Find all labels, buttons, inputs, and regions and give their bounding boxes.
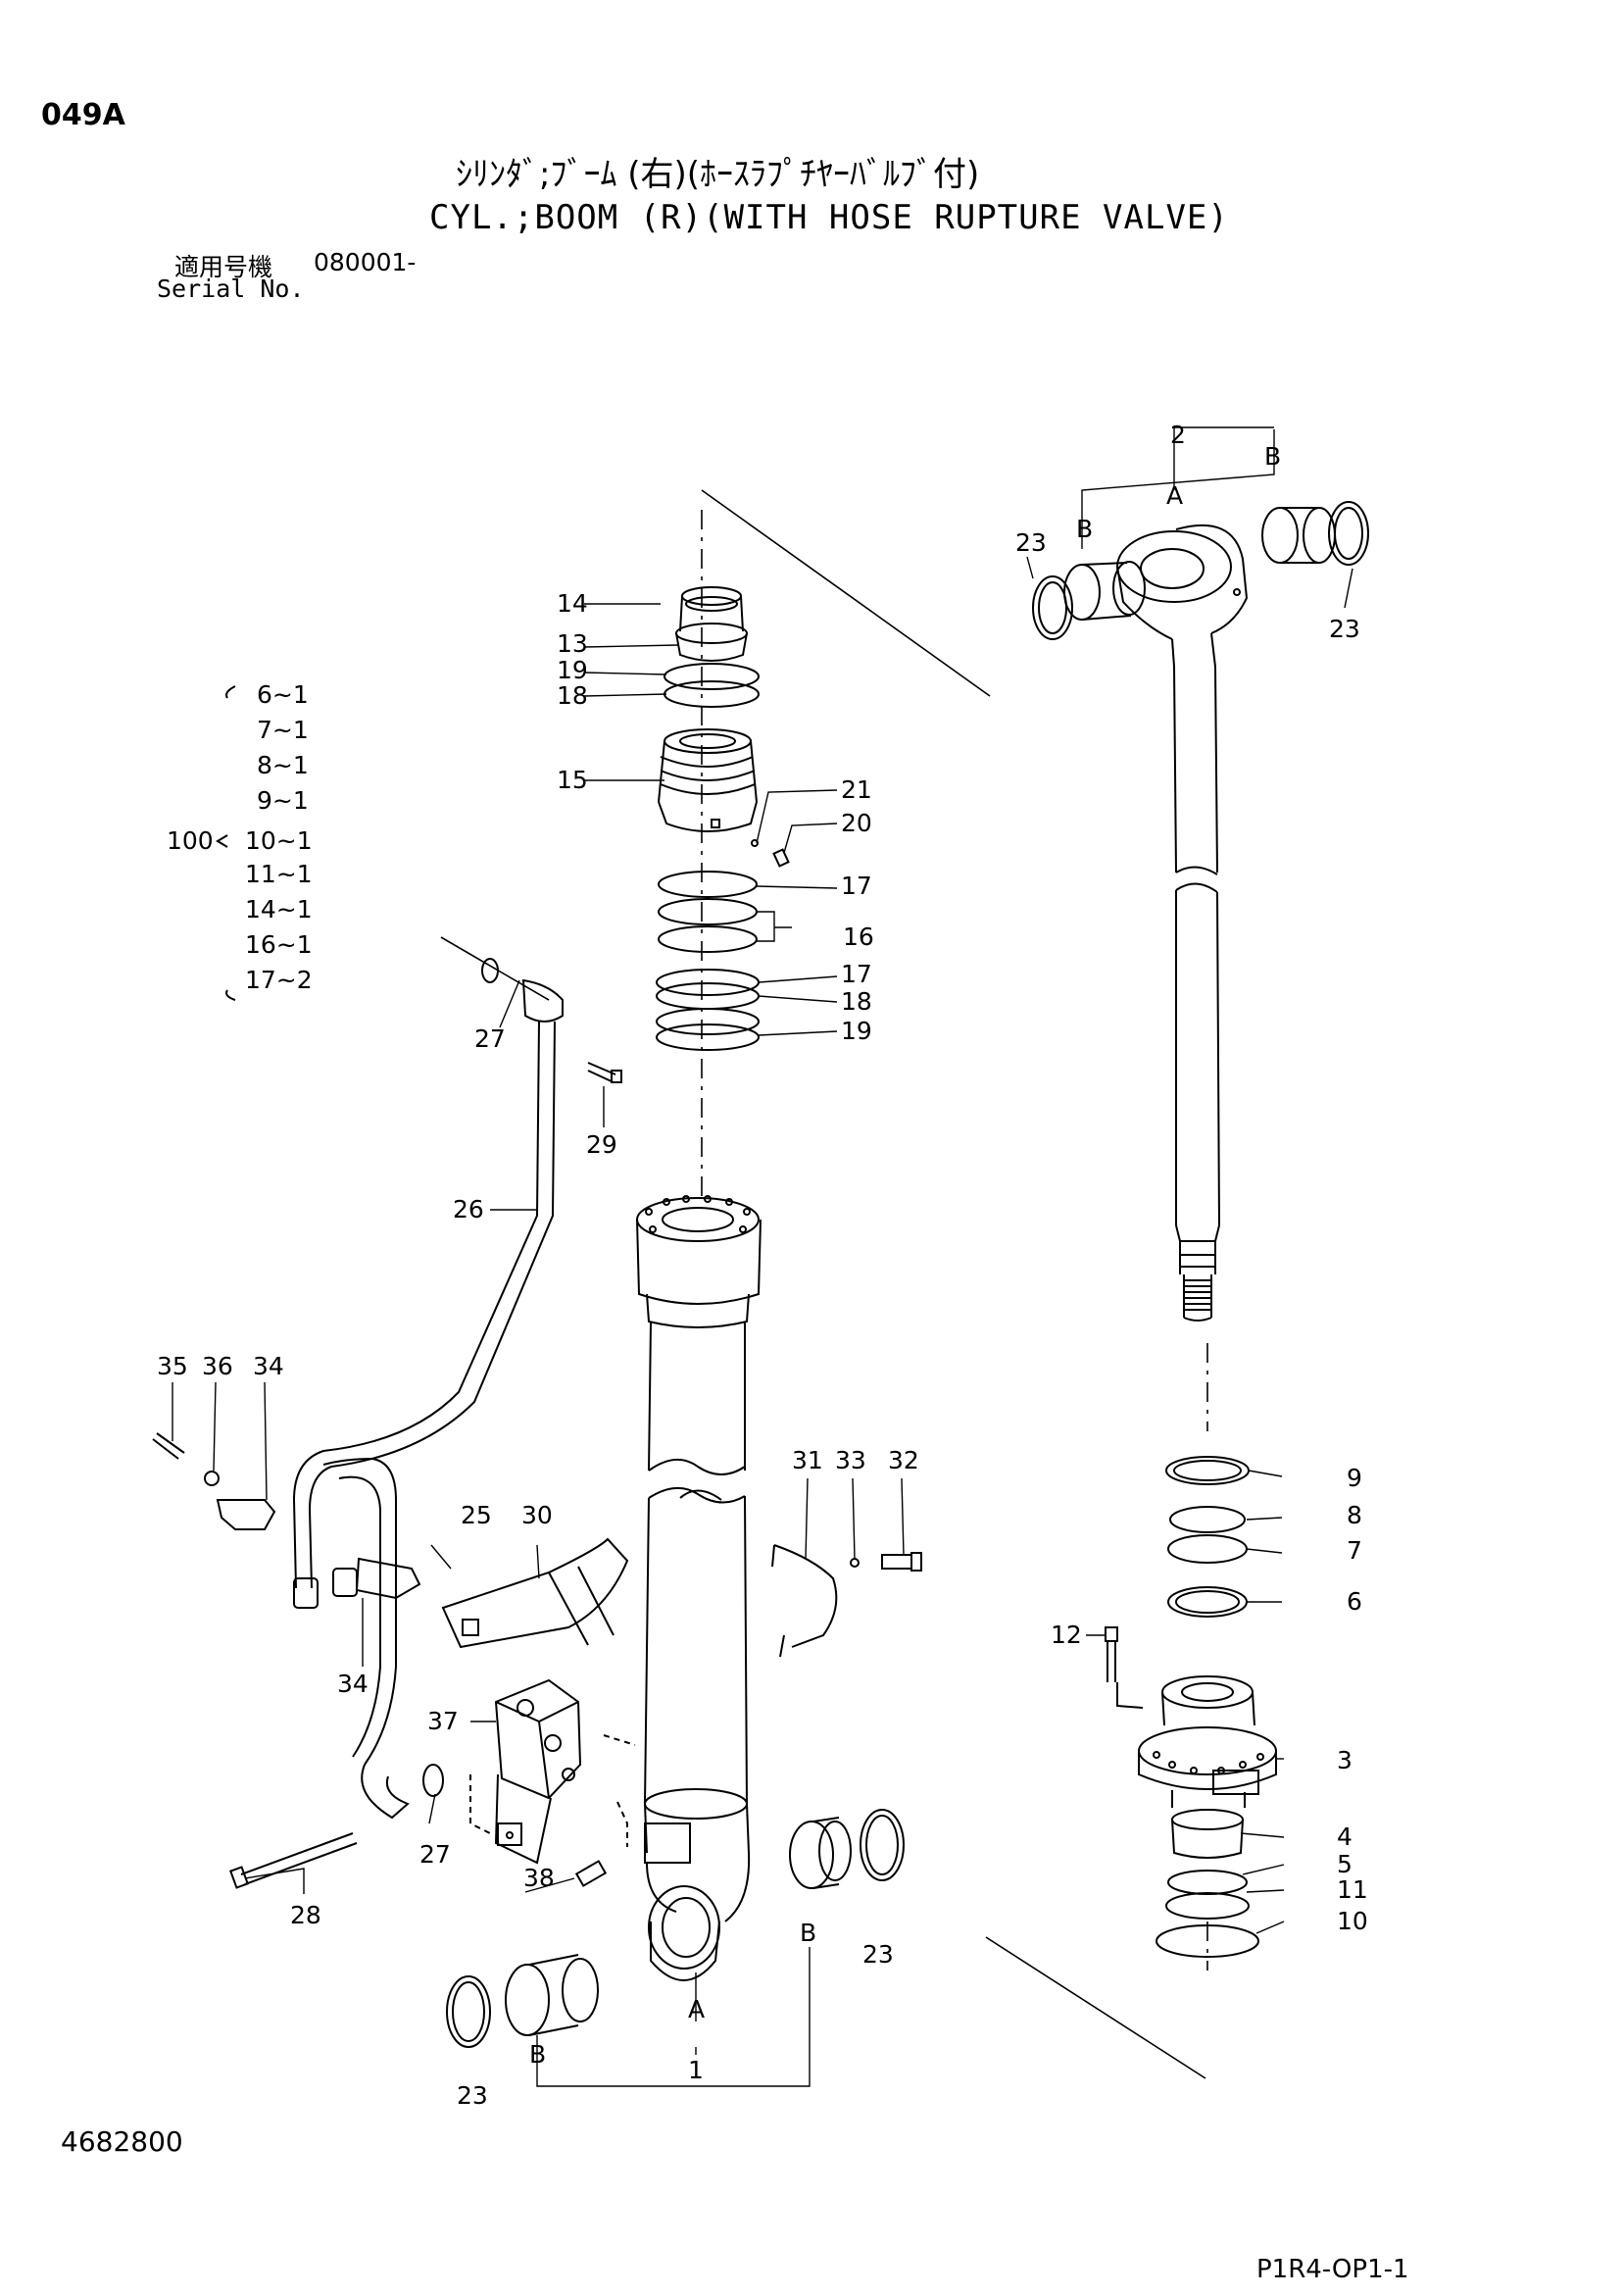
callout-A: A xyxy=(688,1995,705,2023)
page-reference: P1R4-OP1-1 xyxy=(1256,2255,1409,2284)
piston-parts xyxy=(656,586,790,1051)
callout-B: B xyxy=(529,2040,546,2069)
callout-28: 28 xyxy=(290,1901,321,1929)
callout-15: 15 xyxy=(557,766,588,794)
page-title-japanese: ｼﾘﾝﾀﾞ;ﾌﾞｰﾑ (右)(ﾎｰｽﾗﾌﾟﾁﾔｰﾊﾞﾙﾌﾞ付) xyxy=(456,155,980,194)
callout-14: 14 xyxy=(557,589,588,618)
callout-18: 18 xyxy=(841,987,872,1016)
page-code: 049A xyxy=(41,98,125,132)
callout-4: 4 xyxy=(1337,1822,1352,1851)
kit-item: 9~1 xyxy=(257,786,309,815)
pipe-and-valve xyxy=(152,958,922,1889)
callout-11: 11 xyxy=(1337,1875,1368,1904)
callout-30: 30 xyxy=(521,1501,553,1529)
callout-labels: 14 13 19 18 15 21 20 17 16 17 18 19 27 2… xyxy=(157,421,1368,2110)
callout-9: 9 xyxy=(1347,1464,1362,1492)
callout-27: 27 xyxy=(474,1024,506,1053)
callout-26: 26 xyxy=(453,1195,484,1223)
callout-37: 37 xyxy=(427,1707,459,1735)
callout-23: 23 xyxy=(862,1940,894,1969)
serial-label-japanese: 適用号機 xyxy=(174,253,273,281)
callout-1: 1 xyxy=(688,2056,704,2084)
assembly-lines xyxy=(440,489,1206,2079)
callout-13: 13 xyxy=(557,629,588,658)
callout-34: 34 xyxy=(337,1670,369,1698)
callout-23: 23 xyxy=(1329,615,1360,643)
callout-A: A xyxy=(1166,481,1183,510)
document-number: 4682800 xyxy=(61,2125,183,2158)
page-title: CYL.;BOOM (R)(WITH HOSE RUPTURE VALVE) xyxy=(429,198,1229,237)
cylinder-tube xyxy=(636,1195,762,1981)
callout-16: 16 xyxy=(843,923,874,951)
kit-item: 6~1 xyxy=(257,680,309,709)
callout-5: 5 xyxy=(1337,1850,1352,1878)
cylinder-head-parts xyxy=(1105,1456,1277,1958)
callout-32: 32 xyxy=(888,1446,919,1474)
callout-23: 23 xyxy=(457,2081,488,2110)
callout-29: 29 xyxy=(586,1130,617,1159)
callout-17: 17 xyxy=(841,960,872,988)
callout-36: 36 xyxy=(202,1352,233,1380)
callout-19: 19 xyxy=(841,1017,872,1045)
callout-7: 7 xyxy=(1347,1536,1362,1565)
callout-B: B xyxy=(1264,442,1281,471)
callout-B: B xyxy=(800,1919,816,1947)
kit-item: 8~1 xyxy=(257,751,309,779)
callout-23: 23 xyxy=(1015,528,1047,557)
kit-item: 14~1 xyxy=(245,895,313,923)
kit-item: 11~1 xyxy=(245,860,313,888)
centerlines xyxy=(701,510,1208,1971)
callout-6: 6 xyxy=(1347,1587,1362,1616)
callout-3: 3 xyxy=(1337,1746,1352,1774)
callout-2: 2 xyxy=(1170,421,1186,449)
leader-lines xyxy=(172,426,1353,2087)
callout-33: 33 xyxy=(835,1446,866,1474)
serial-label: Serial No. xyxy=(157,275,305,303)
callout-20: 20 xyxy=(841,809,872,837)
kit-number: 100 xyxy=(167,826,214,855)
callout-18: 18 xyxy=(557,681,588,710)
callout-8: 8 xyxy=(1347,1501,1362,1529)
kit-bracket xyxy=(216,685,236,1001)
callout-10: 10 xyxy=(1337,1907,1368,1935)
callout-12: 12 xyxy=(1051,1621,1082,1649)
callout-27: 27 xyxy=(419,1840,451,1869)
kit-item: 7~1 xyxy=(257,716,309,744)
serial-number-range: 080001- xyxy=(314,248,417,276)
piston-rod xyxy=(1032,501,1369,1322)
callout-35: 35 xyxy=(157,1352,188,1380)
callout-34: 34 xyxy=(253,1352,284,1380)
callout-21: 21 xyxy=(841,775,872,804)
kit-item: 16~1 xyxy=(245,930,313,959)
callout-B: B xyxy=(1076,515,1093,543)
callout-31: 31 xyxy=(792,1446,823,1474)
bottom-bushings xyxy=(446,1809,905,2048)
kit-item: 10~1 xyxy=(245,826,313,855)
callout-38: 38 xyxy=(523,1864,555,1892)
kit-item: 17~2 xyxy=(245,966,313,994)
callout-25: 25 xyxy=(461,1501,492,1529)
callout-19: 19 xyxy=(557,656,588,684)
callout-17: 17 xyxy=(841,872,872,900)
